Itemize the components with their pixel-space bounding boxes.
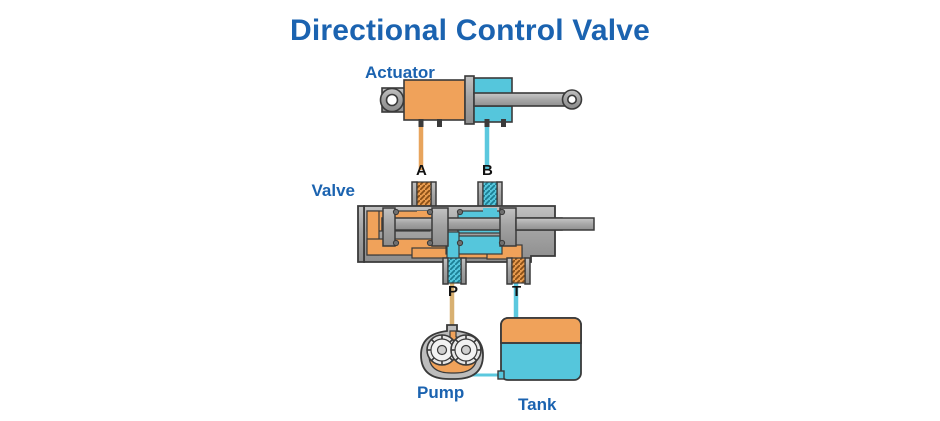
pump-gear-right xyxy=(450,334,482,366)
actuator-assembly xyxy=(379,75,583,127)
actuator-port-stubs xyxy=(418,119,506,127)
actuator-right-eyelet xyxy=(561,89,583,110)
actuator-piston xyxy=(464,75,475,125)
port-label-b: B xyxy=(482,162,493,179)
valve-port-t xyxy=(506,257,531,285)
valve-assembly xyxy=(357,181,595,285)
pump-label: Pump xyxy=(417,383,464,402)
valve-port-b xyxy=(477,181,503,213)
actuator-rod xyxy=(473,92,573,107)
valve-spool xyxy=(381,207,595,247)
port-label-t: T xyxy=(512,283,521,300)
port-label-a: A xyxy=(416,162,427,179)
tank-label: Tank xyxy=(518,395,557,414)
valve-port-p xyxy=(442,257,467,285)
pump-assembly xyxy=(420,324,484,380)
port-label-p: P xyxy=(448,283,458,300)
actuator-cap-chamber xyxy=(403,79,466,121)
tank-assembly xyxy=(497,317,582,381)
valve-label: Valve xyxy=(312,181,356,200)
actuator-label: Actuator xyxy=(365,63,435,82)
page-title: Directional Control Valve xyxy=(289,14,651,47)
